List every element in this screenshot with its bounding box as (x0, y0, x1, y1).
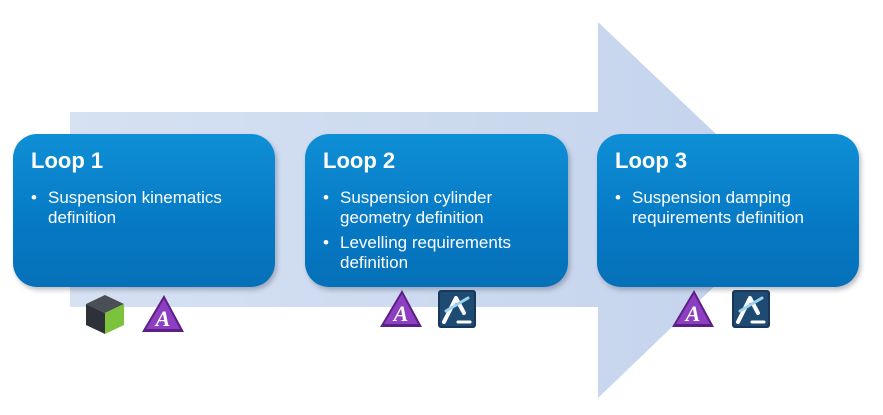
purple-a-icon: A (140, 292, 186, 336)
loop-2-box: Loop 2 Suspension cylinder geometry defi… (305, 134, 568, 287)
svg-text:A: A (392, 301, 409, 326)
svg-text:A: A (684, 301, 701, 326)
svg-text:A: A (154, 306, 171, 331)
loop-2-bullet-2: Levelling requirements definition (323, 233, 556, 273)
loop-2-bullet-1: Suspension cylinder geometry definition (323, 188, 556, 228)
green-cube-icon (82, 292, 128, 336)
loop-2-bullet-list: Suspension cylinder geometry definition … (323, 188, 556, 273)
purple-a-icon: A (670, 287, 716, 331)
loop-1-box: Loop 1 Suspension kinematics definition (13, 134, 275, 287)
navy-tool-icon (434, 287, 480, 331)
loop-3-bullet-1: Suspension damping requirements definiti… (615, 188, 847, 228)
loop-1-bullet-list: Suspension kinematics definition (31, 188, 263, 228)
loop-1-bullet-1: Suspension kinematics definition (31, 188, 263, 228)
navy-tool-icon (728, 287, 774, 331)
purple-a-icon: A (378, 287, 424, 331)
loop-3-bullet-list: Suspension damping requirements definiti… (615, 188, 847, 228)
loop-1-title: Loop 1 (31, 148, 104, 173)
loop-2-title: Loop 2 (323, 148, 396, 173)
loop-3-box: Loop 3 Suspension damping requirements d… (597, 134, 859, 287)
loop-3-title: Loop 3 (615, 148, 688, 173)
